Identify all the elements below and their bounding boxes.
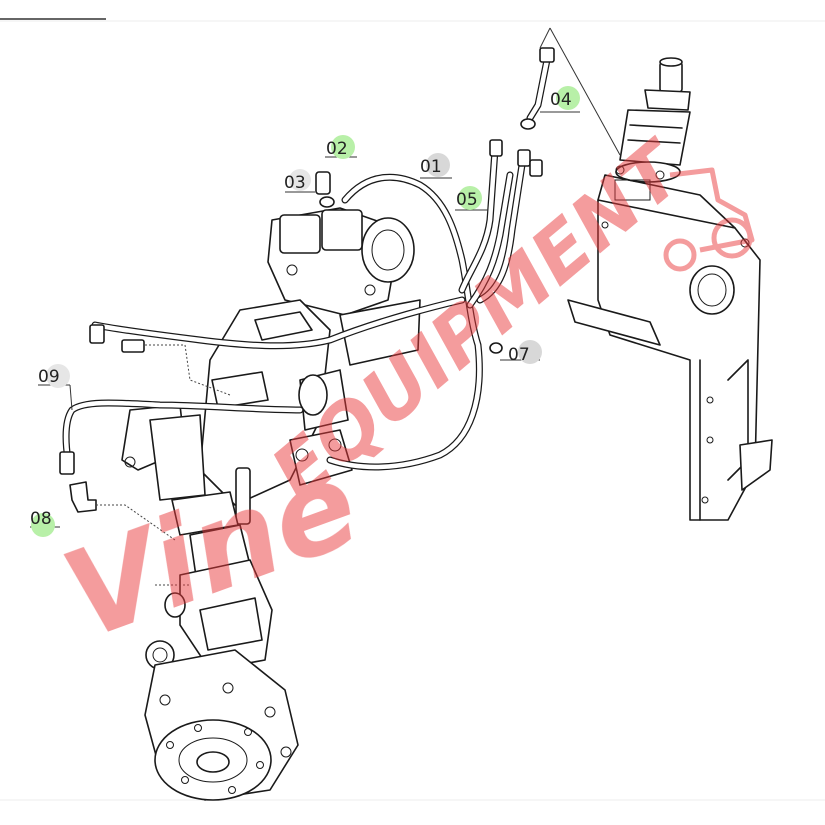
tractor-icon: [663, 167, 755, 272]
callout-08: 08: [30, 509, 55, 537]
callout-marker: [331, 135, 355, 159]
callout-marker: [556, 86, 580, 110]
hydraulic-hoses: [62, 51, 552, 471]
callout-label: 07: [508, 345, 530, 365]
callout-07: 07: [508, 340, 542, 365]
callout-01: 01: [420, 153, 450, 177]
fitting-08: [69, 481, 97, 513]
axle-housing: [121, 299, 353, 536]
fitting-09-end: [59, 451, 75, 475]
callout-09: 09: [38, 364, 70, 388]
callout-05: 05: [456, 186, 482, 210]
watermark-logo: EQUIPMENT Vine: [47, 123, 755, 667]
callout-marker: [46, 364, 70, 388]
callout-label: 05: [456, 190, 478, 210]
callout-label: 09: [38, 367, 60, 387]
fitting-07: [489, 342, 503, 354]
callout-marker: [289, 169, 311, 191]
fitting-04-bottom: [520, 118, 536, 130]
callout-label: 01: [420, 157, 442, 177]
callout-marker: [31, 513, 55, 537]
callout-label: 08: [30, 509, 52, 529]
callout-label: 02: [326, 139, 348, 159]
callout-marker: [458, 186, 482, 210]
fittings: [59, 47, 555, 513]
callout-02: 02: [326, 135, 355, 159]
fitting-03: [315, 171, 331, 195]
callout-label: 03: [284, 173, 306, 193]
wheel-hub: [144, 649, 299, 801]
fitting-04-top: [539, 47, 555, 63]
lower-axle-arm: [145, 524, 273, 671]
callout-marker: [518, 340, 542, 364]
callout-label: 04: [550, 90, 572, 110]
fitting-02: [319, 196, 335, 208]
callout-marker: [426, 153, 450, 177]
callout-03: 03: [284, 169, 311, 193]
callout-04: 04: [550, 86, 580, 110]
steering-bracket: [567, 57, 773, 521]
